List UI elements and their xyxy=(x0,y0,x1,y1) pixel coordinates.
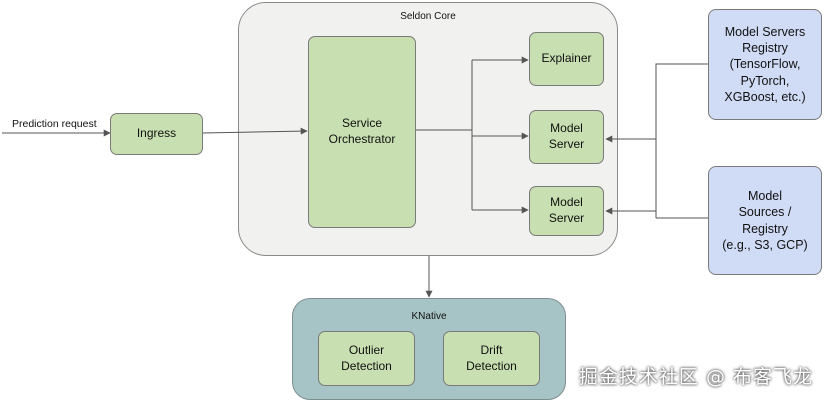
model-sources-registry-node: Model Sources / Registry (e.g., S3, GCP) xyxy=(708,166,822,275)
ingress-node: Ingress xyxy=(110,113,203,155)
model-server-node-1: Model Server xyxy=(529,110,604,164)
edge-servers-registry-bus xyxy=(655,63,708,218)
explainer-node: Explainer xyxy=(529,32,604,86)
outlier-detection-node: Outlier Detection xyxy=(318,331,415,386)
service-orchestrator-node: Service Orchestrator xyxy=(308,36,416,228)
model-servers-registry-node: Model Servers Registry (TensorFlow, PyTo… xyxy=(708,9,822,120)
edge-ingress-to-orchestrator xyxy=(202,127,308,135)
watermark-text: 掘金技术社区 @ 布客飞龙 xyxy=(578,366,813,388)
knative-label: KNative xyxy=(411,311,447,322)
seldon-core-label: Seldon Core xyxy=(400,11,456,22)
prediction-request-label: Prediction request xyxy=(12,118,97,130)
drift-detection-node: Drift Detection xyxy=(443,331,540,386)
model-server-node-2: Model Server xyxy=(529,186,604,236)
